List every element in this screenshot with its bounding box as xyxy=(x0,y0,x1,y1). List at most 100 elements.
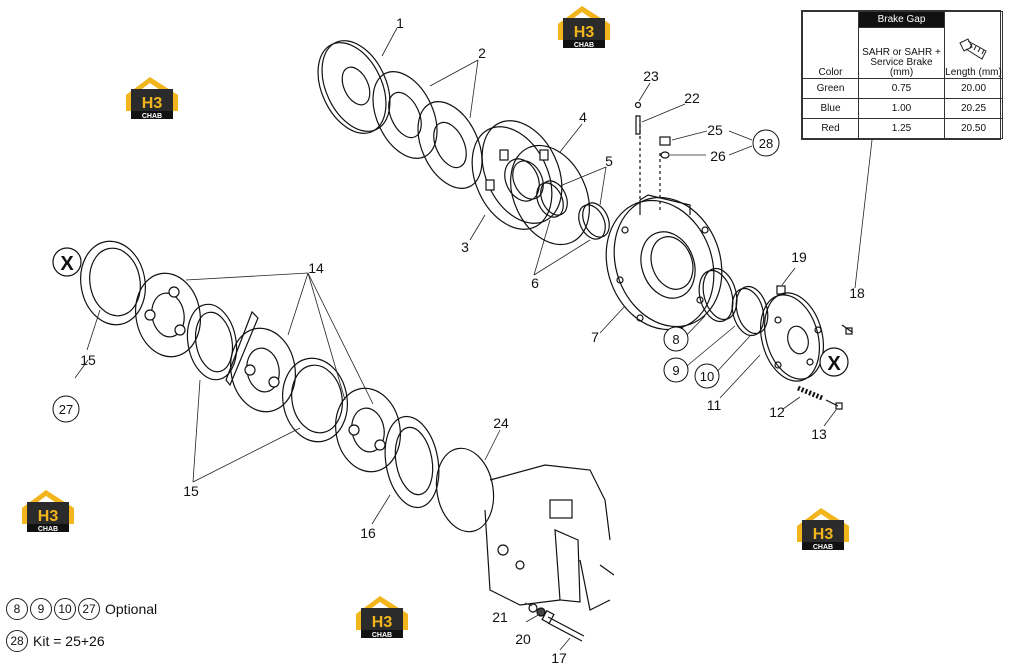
legend-item-8: 8 xyxy=(6,598,28,620)
callout-13: 13 xyxy=(811,426,827,442)
table-row: Green 0.75 20.00 xyxy=(802,78,1003,100)
callout-28: 28 xyxy=(752,129,780,157)
callout-27: 27 xyxy=(52,395,80,423)
svg-text:H3: H3 xyxy=(372,614,393,631)
cell-gap: 0.75 xyxy=(858,78,945,100)
part-14-friction-disc xyxy=(230,327,296,413)
legend-kit: 28 Kit = 25+26 xyxy=(6,628,157,654)
part-15-separator-plate xyxy=(282,357,348,443)
callout-10: 10 xyxy=(694,363,720,389)
cell-length: 20.25 xyxy=(944,98,1003,120)
part-4-disc xyxy=(510,144,590,246)
bolt-icon xyxy=(958,38,987,61)
callout-3: 3 xyxy=(461,239,469,255)
cell-length: 20.00 xyxy=(944,78,1003,100)
logo-watermark: H3 CHAB xyxy=(22,490,74,533)
part-12-13-spring-bolt xyxy=(797,385,843,410)
callout-19: 19 xyxy=(791,249,807,265)
table-row: Blue 1.00 20.25 xyxy=(802,98,1003,120)
part-25-26-plug xyxy=(659,136,671,159)
part-20-21-nut xyxy=(528,603,546,617)
callout-21: 21 xyxy=(492,609,508,625)
logo-watermark: H3 CHAB xyxy=(126,77,178,120)
callout-4: 4 xyxy=(579,109,587,125)
col-header-color: Color xyxy=(802,10,859,80)
part-11-cover xyxy=(760,292,824,382)
callout-9: 9 xyxy=(663,357,689,383)
callout-11: 11 xyxy=(707,397,722,413)
svg-text:10: 10 xyxy=(700,369,714,384)
svg-text:X: X xyxy=(827,353,841,375)
svg-text:9: 9 xyxy=(672,363,679,378)
svg-text:27: 27 xyxy=(59,402,73,417)
callout-24: 24 xyxy=(493,415,509,431)
callout-22: 22 xyxy=(684,90,700,106)
legend-item-28: 28 xyxy=(6,630,28,652)
callout-23: 23 xyxy=(643,68,659,84)
part-19-plug xyxy=(776,285,786,295)
callout-20: 20 xyxy=(515,631,531,647)
callout-18: 18 xyxy=(849,285,865,301)
callout-16: 16 xyxy=(360,525,376,541)
callout-7: 7 xyxy=(591,329,599,345)
callout-1: 1 xyxy=(396,15,404,31)
legend-kit-label: Kit = 25+26 xyxy=(33,633,105,649)
table-row: Red 1.25 20.50 xyxy=(802,118,1003,139)
part-24-disc xyxy=(435,447,495,533)
callout-14: 14 xyxy=(308,260,324,276)
group-header-brake-gap: Brake Gap xyxy=(858,11,945,28)
part-3-piston xyxy=(471,120,563,230)
svg-text:X: X xyxy=(60,253,74,275)
callout-6: 6 xyxy=(531,275,539,291)
part-22-23-bleeder xyxy=(634,101,642,135)
part-8-9-rings xyxy=(698,267,769,337)
leader-lines xyxy=(74,27,873,651)
callout-5: 5 xyxy=(605,153,613,169)
logo-watermark: H3 CHAB xyxy=(558,6,610,49)
x-marker-left: X xyxy=(52,247,82,277)
svg-text:CHAB: CHAB xyxy=(38,526,58,533)
part-7-housing xyxy=(605,120,723,334)
part-1-plate xyxy=(317,40,391,134)
legend-item-10: 10 xyxy=(54,598,76,620)
callout-15: 15 xyxy=(183,483,199,499)
callout-25: 25 xyxy=(707,122,723,138)
part-16-spring-plate xyxy=(384,415,440,509)
callout-8: 8 xyxy=(663,326,689,352)
legend-item-27: 27 xyxy=(78,598,100,620)
callout-labels: 1 2 3 4 5 6 7 11 12 13 14 15 15 16 17 18… xyxy=(80,15,865,665)
svg-text:H3: H3 xyxy=(38,508,59,525)
svg-text:CHAB: CHAB xyxy=(142,113,162,120)
col-header-length: Length (mm) xyxy=(944,10,1003,80)
svg-text:H3: H3 xyxy=(574,24,595,41)
logo-watermark: H3 CHAB xyxy=(797,508,849,551)
callout-12: 12 xyxy=(769,404,785,420)
callout-15: 15 xyxy=(80,352,96,368)
svg-text:CHAB: CHAB xyxy=(574,42,594,49)
svg-text:28: 28 xyxy=(759,136,773,151)
callout-2: 2 xyxy=(478,45,486,61)
logo-watermark: H3 CHAB xyxy=(356,596,408,639)
svg-text:8: 8 xyxy=(672,332,679,347)
svg-text:CHAB: CHAB xyxy=(372,632,392,639)
part-2-discs xyxy=(372,71,483,189)
cell-gap: 1.25 xyxy=(858,118,945,139)
part-15-separator-plate xyxy=(80,240,146,326)
part-14-friction-disc xyxy=(335,387,401,473)
circled-callouts: 8 9 10 27 28 xyxy=(52,129,780,423)
brake-gap-table: Color Brake Gap Length (mm) SAHR or SAHR… xyxy=(801,10,1003,140)
cell-color: Green xyxy=(802,78,859,100)
x-marker-right: X xyxy=(819,347,849,377)
part-14-friction-disc xyxy=(135,272,201,358)
cell-color: Red xyxy=(802,118,859,139)
cell-color: Blue xyxy=(802,98,859,120)
legend: 8 9 10 27 Optional 28 Kit = 25+26 xyxy=(6,596,157,660)
legend-optional: 8 9 10 27 Optional xyxy=(6,596,157,622)
svg-text:H3: H3 xyxy=(142,95,163,112)
legend-item-9: 9 xyxy=(30,598,52,620)
col-header-gap: SAHR or SAHR + Service Brake (mm) xyxy=(858,26,945,80)
legend-optional-label: Optional xyxy=(105,601,158,617)
callout-26: 26 xyxy=(710,148,726,164)
callout-17: 17 xyxy=(551,650,567,665)
